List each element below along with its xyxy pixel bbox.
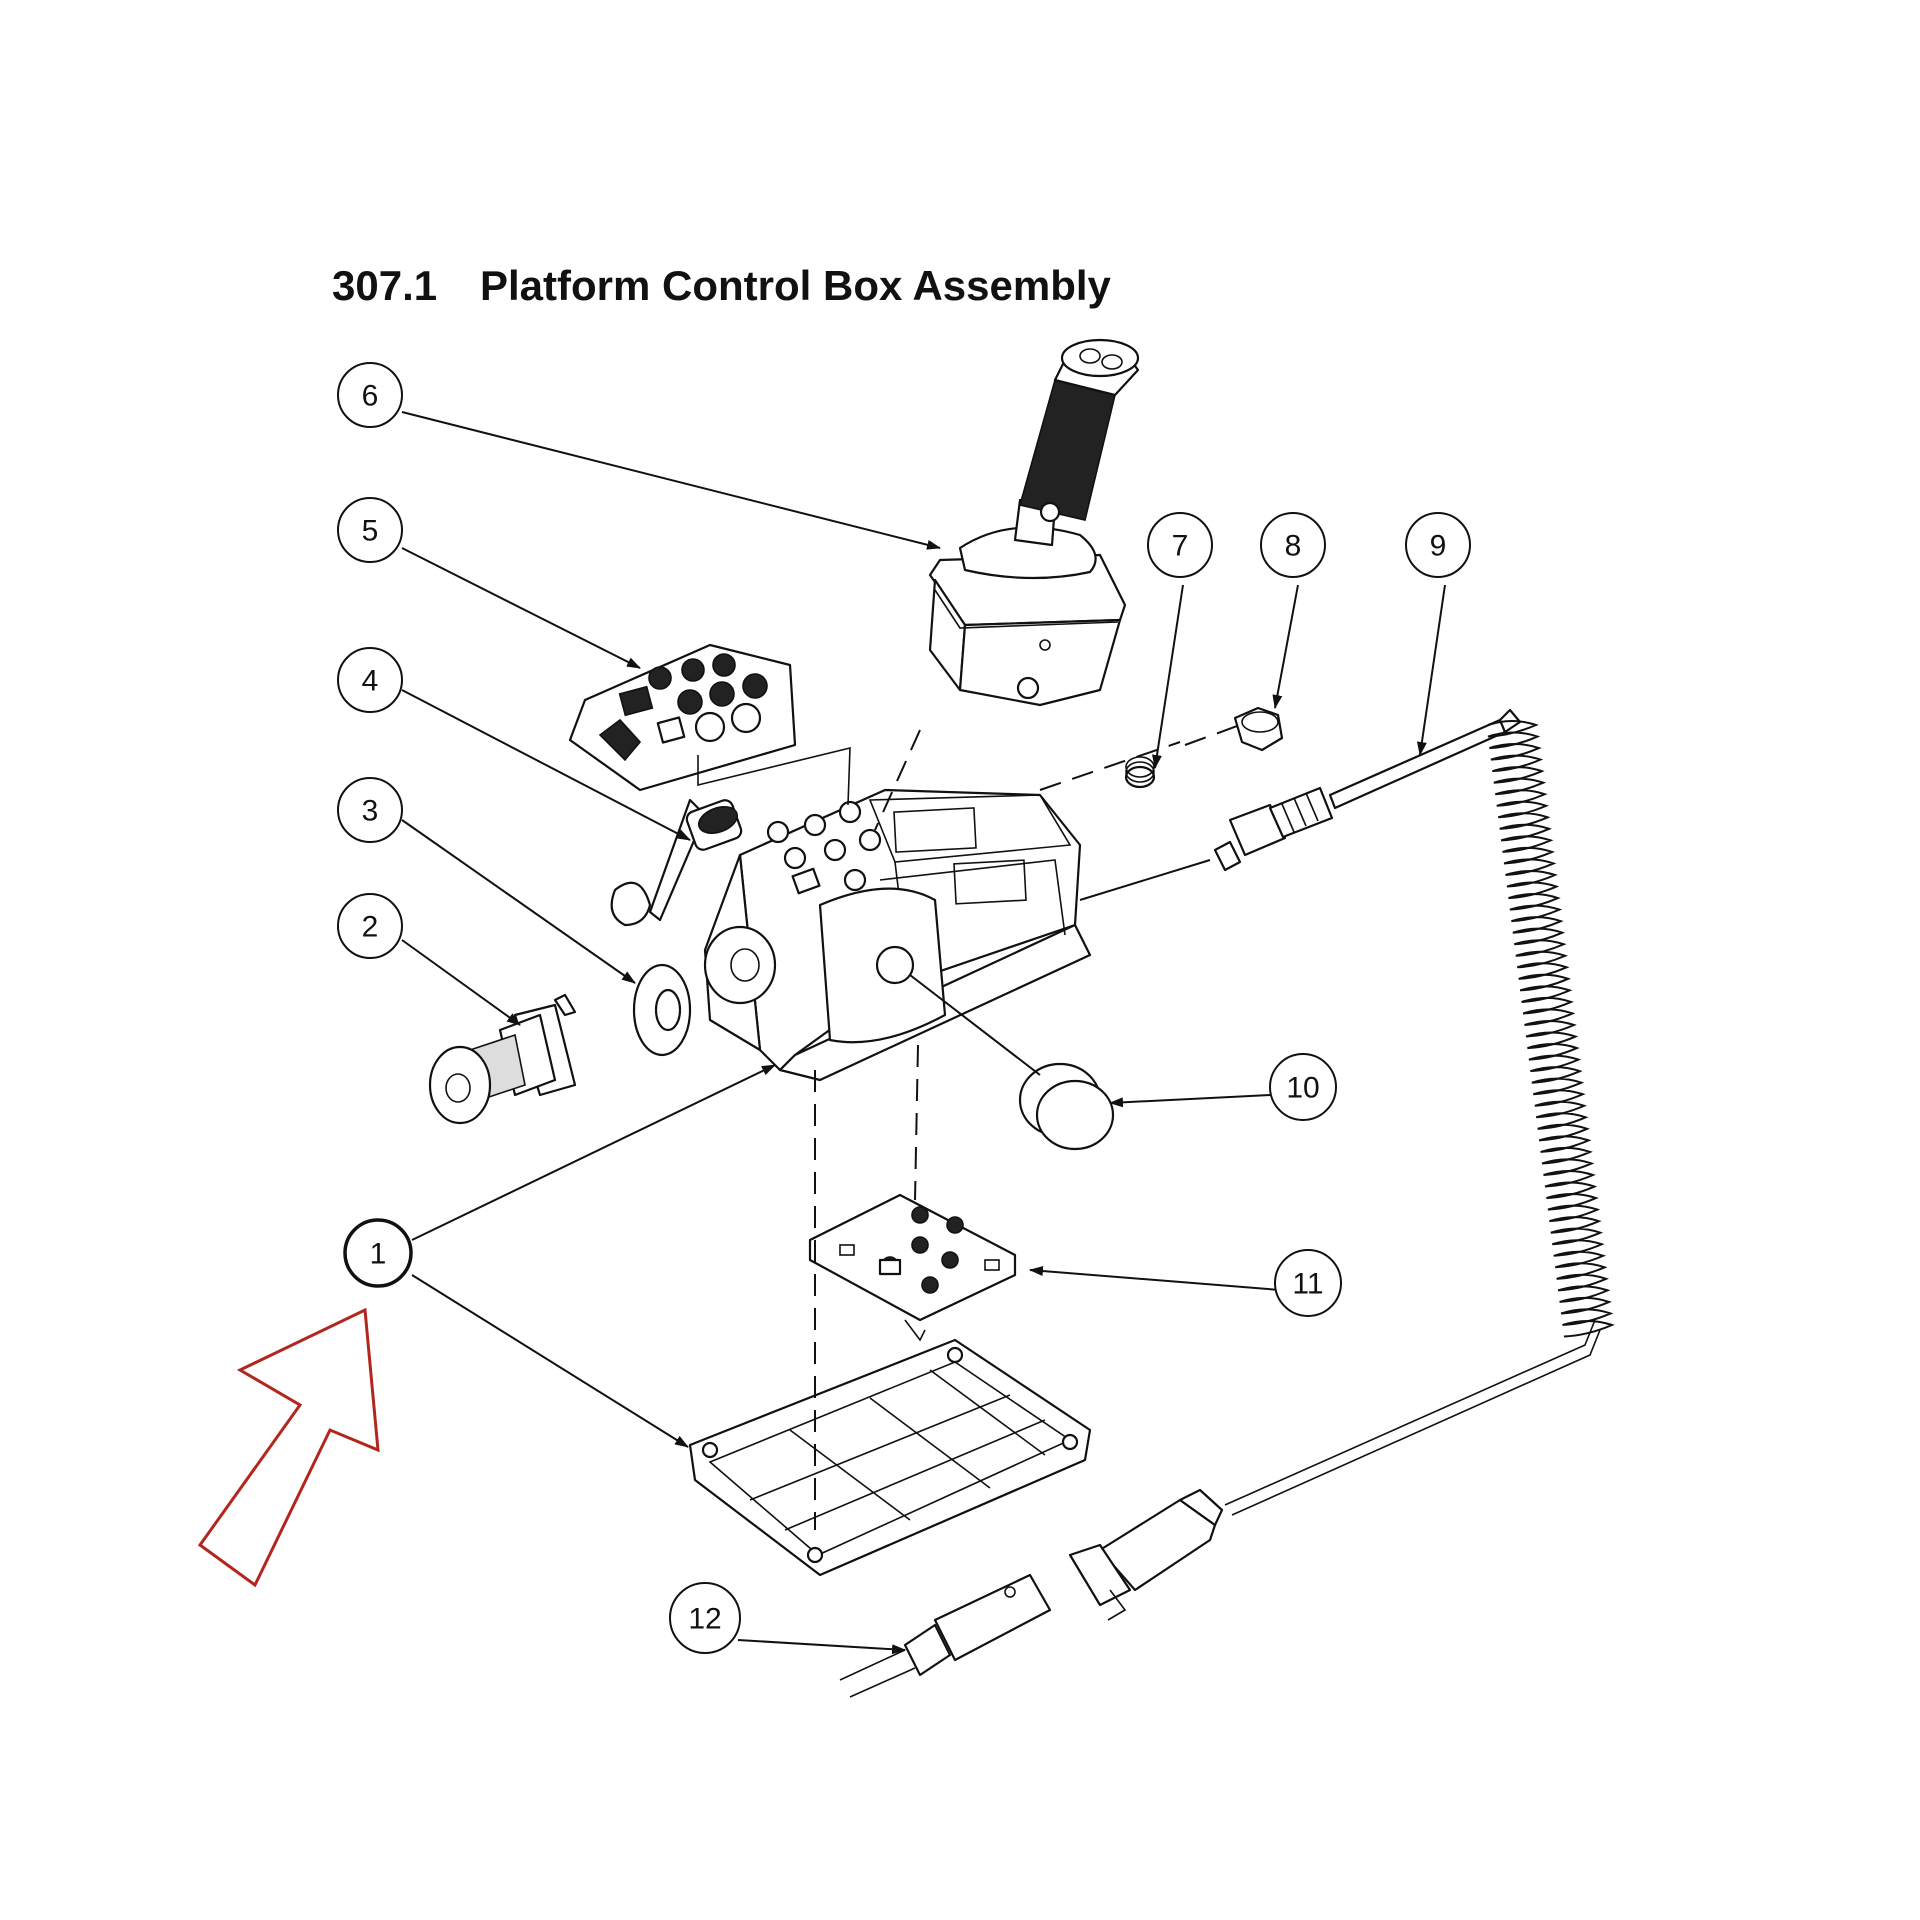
page-title: 307.1 Platform Control Box Assembly (332, 262, 1112, 309)
svg-text:10: 10 (1286, 1072, 1319, 1105)
svg-text:12: 12 (688, 1603, 721, 1636)
svg-text:7: 7 (1172, 530, 1189, 563)
callout-12: 12 (669, 1582, 741, 1654)
circuit-board-components (839, 1206, 1000, 1294)
callout-5: 5 (337, 497, 403, 563)
control-box-housing-part (703, 788, 1092, 1082)
callout-4: 4 (337, 647, 403, 713)
coiled-cable-part (1068, 708, 1615, 1621)
keypad-overlay-part (568, 643, 797, 792)
svg-text:5: 5 (362, 515, 379, 548)
overlay-buttons (598, 653, 768, 762)
svg-text:1: 1 (370, 1238, 387, 1271)
callout-9: 9 (1405, 512, 1471, 578)
svg-text:3: 3 (362, 795, 379, 828)
cap-part (1018, 1062, 1115, 1151)
section-number: 307.1 (332, 262, 437, 309)
callout-3: 3 (337, 777, 403, 843)
svg-text:8: 8 (1285, 530, 1302, 563)
callout-10: 10 (1269, 1053, 1337, 1121)
callout-1: 1 (343, 1218, 413, 1288)
cable-coil (1487, 719, 1615, 1338)
svg-text:2: 2 (362, 911, 379, 944)
housing-button-holes (766, 800, 882, 895)
callout-7: 7 (1147, 512, 1213, 578)
svg-text:6: 6 (362, 380, 379, 413)
outline-arrow-icon (197, 1307, 380, 1588)
assembly-guide-lines (697, 724, 1241, 1530)
spring-part (1124, 756, 1156, 789)
key-switch-part (610, 798, 743, 927)
nut-part (1233, 706, 1284, 752)
callout-6: 6 (337, 362, 403, 428)
section-title: Platform Control Box Assembly (480, 262, 1112, 309)
e-stop-button-part (428, 993, 577, 1125)
callout-2: 2 (337, 893, 403, 959)
svg-text:4: 4 (362, 665, 379, 698)
svg-text:11: 11 (1292, 1268, 1323, 1301)
leader-lines (401, 411, 1446, 1655)
base-cover-part (688, 1338, 1092, 1577)
washer-part (632, 963, 692, 1057)
cable-connector-part (839, 1573, 1052, 1698)
callout-11: 11 (1274, 1249, 1342, 1317)
circuit-board-part (808, 1193, 1017, 1342)
svg-text:9: 9 (1430, 530, 1447, 563)
joystick-part (928, 338, 1140, 707)
callout-8: 8 (1260, 512, 1326, 578)
